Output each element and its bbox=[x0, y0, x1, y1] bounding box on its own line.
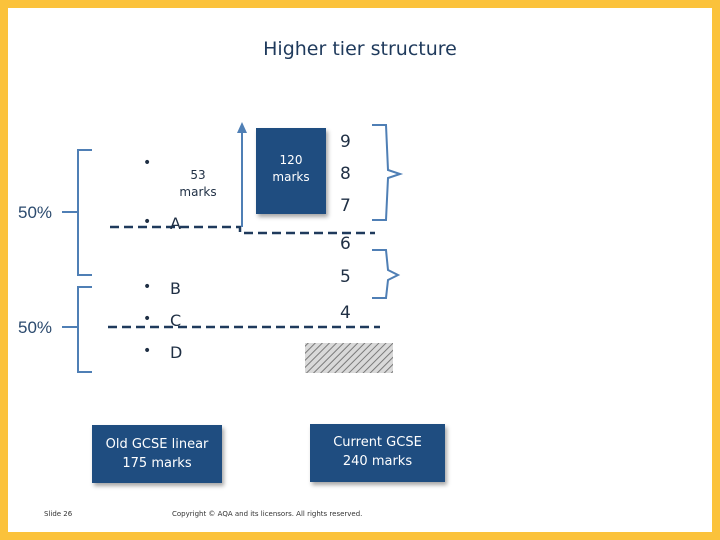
slide-title: Higher tier structure bbox=[263, 38, 457, 60]
bullet-b: • bbox=[143, 279, 152, 295]
bullet-empty: • bbox=[143, 155, 152, 171]
bullet-d: • bbox=[143, 343, 152, 359]
hatched-box bbox=[305, 343, 393, 373]
right-brace-bottom bbox=[372, 249, 401, 299]
bullet-c: • bbox=[143, 311, 152, 327]
grade-c: C bbox=[170, 311, 182, 330]
grade-8: 8 bbox=[340, 164, 351, 184]
grade-9: 9 bbox=[340, 132, 351, 152]
percent-top: 50% bbox=[18, 203, 53, 222]
box-120-number: 120 bbox=[279, 153, 303, 167]
label-53-number: 53 bbox=[190, 168, 206, 182]
dashed-line-upper bbox=[110, 225, 375, 235]
left-bracket-bottom bbox=[77, 286, 92, 373]
grade-6: 6 bbox=[340, 234, 351, 254]
old-gcse-box: Old GCSE linear 175 marks bbox=[92, 425, 222, 483]
percent-bottom: 50% bbox=[18, 318, 53, 337]
grade-d: D bbox=[170, 343, 183, 362]
grade-b: B bbox=[170, 279, 181, 298]
grade-5: 5 bbox=[340, 267, 351, 287]
left-bracket-top bbox=[77, 149, 92, 276]
box-120-marks: 120 marks bbox=[256, 128, 326, 214]
copyright-notice: Copyright © AQA and its licensors. All r… bbox=[172, 510, 363, 518]
label-53-unit: marks bbox=[179, 185, 217, 199]
label-53-marks: 53 marks bbox=[172, 167, 224, 201]
right-brace-top bbox=[372, 124, 404, 221]
current-gcse-line1: Current GCSE bbox=[333, 435, 422, 450]
grade-a: A bbox=[170, 214, 181, 233]
old-gcse-line2: 175 marks bbox=[122, 456, 192, 471]
bullet-a: • bbox=[143, 214, 152, 230]
current-gcse-line2: 240 marks bbox=[342, 454, 413, 469]
old-gcse-line1: Old GCSE linear bbox=[105, 437, 209, 452]
slide-number: Slide 26 bbox=[44, 510, 73, 518]
grade-7: 7 bbox=[340, 196, 351, 216]
grade-4: 4 bbox=[340, 303, 351, 323]
up-arrow-head bbox=[237, 122, 247, 133]
current-gcse-box: Current GCSE 240 marks bbox=[310, 424, 445, 482]
box-120-unit: marks bbox=[272, 170, 310, 184]
